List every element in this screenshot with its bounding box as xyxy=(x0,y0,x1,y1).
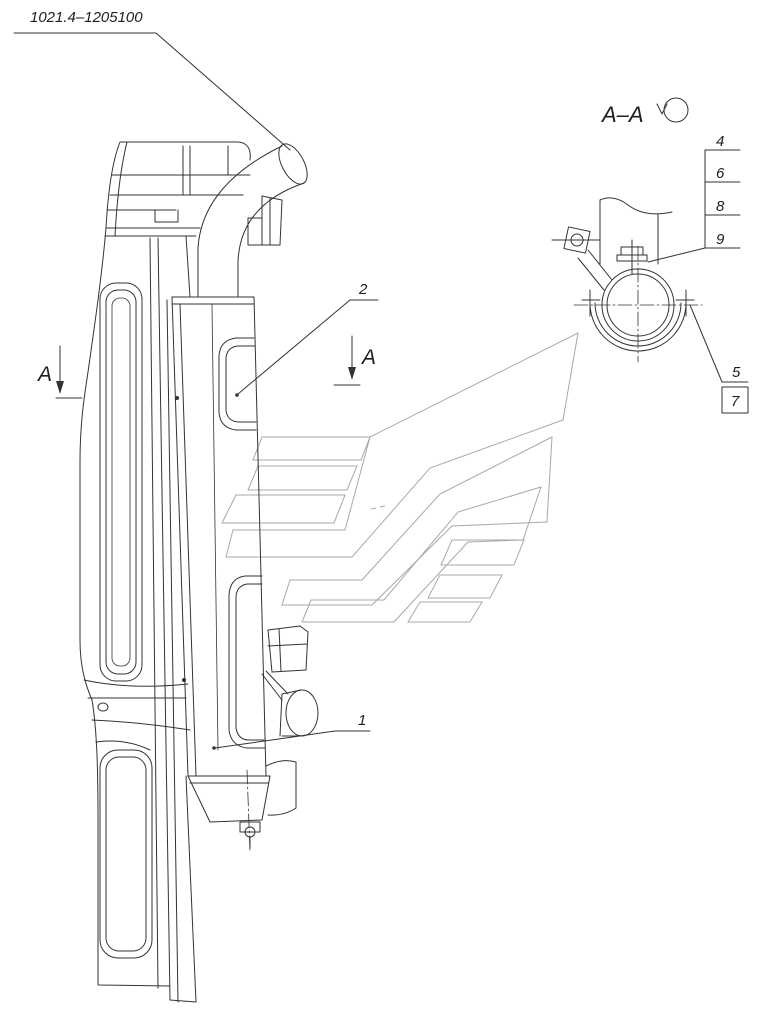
muffler-cone xyxy=(187,775,271,823)
section-mark-left: A xyxy=(36,363,52,386)
callout-4: 4 xyxy=(716,133,724,150)
upper-window xyxy=(99,282,143,682)
muffler-axis xyxy=(246,769,251,853)
watermark-bar-left-3 xyxy=(221,494,346,524)
mount-point-lower xyxy=(182,678,186,682)
mount-bracket-block xyxy=(267,625,309,673)
part-number-leader xyxy=(13,32,291,151)
upper-window-seal xyxy=(105,289,137,675)
section-mark-left-arrowhead xyxy=(56,381,64,394)
section-mark-center-arrowhead xyxy=(348,367,356,380)
callout-7: 7 xyxy=(731,393,740,410)
section-view-label: A–A xyxy=(600,102,644,127)
muffler-upper-cutout xyxy=(218,337,257,431)
watermark-bar-right-2 xyxy=(427,574,503,599)
callout-2-leader xyxy=(237,299,379,395)
clamp-flanges xyxy=(581,289,695,317)
callout-5-leader xyxy=(689,304,749,383)
section-view-a-a xyxy=(551,197,703,363)
callout-5: 5 xyxy=(732,364,741,381)
annotations xyxy=(13,32,749,750)
cab-side-band xyxy=(83,679,191,751)
support-arm xyxy=(577,249,613,291)
lower-window-seal xyxy=(105,756,147,952)
roof-bracket xyxy=(154,209,179,223)
upper-window-glass xyxy=(111,297,131,667)
cab-lamp xyxy=(97,702,109,712)
bottom-clamp xyxy=(239,821,261,833)
muffler-side-line xyxy=(179,303,197,777)
callout-8: 8 xyxy=(716,198,725,215)
callout-1-leader xyxy=(214,730,371,749)
section-center-lines xyxy=(573,245,703,363)
upper-bolt xyxy=(616,239,648,275)
callout-1-dot xyxy=(212,746,216,750)
section-mark-center-arrow xyxy=(333,335,361,386)
roof-box-lines xyxy=(104,145,251,237)
rotated-view-icon-arrow xyxy=(656,103,668,115)
callout-1: 1 xyxy=(358,712,366,729)
silencer-cylinder-end xyxy=(285,689,319,737)
mount-point-upper xyxy=(175,396,179,400)
watermark-ribbon-3 xyxy=(301,486,542,623)
callout-2: 2 xyxy=(358,281,368,298)
watermark-ribbon-1 xyxy=(225,332,579,558)
callout-6: 6 xyxy=(716,165,725,182)
arm-bolt-nut xyxy=(563,226,591,254)
mount-strap xyxy=(261,670,289,701)
exhaust-pipe xyxy=(197,143,308,298)
watermark-ribbon-2 xyxy=(281,436,553,606)
callout-stack-lines xyxy=(647,149,741,263)
muffler xyxy=(171,296,271,823)
rotated-view-icon xyxy=(663,97,689,123)
door-pillar xyxy=(149,235,197,1003)
pipe-wall xyxy=(197,145,305,298)
part-number: 1021.4–1205100 xyxy=(30,9,143,26)
callout-2-dot xyxy=(235,393,239,397)
lower-window xyxy=(99,749,153,959)
arm-bolt-head xyxy=(570,233,584,247)
watermark-mark xyxy=(370,505,386,510)
tractor-cab xyxy=(79,141,251,1003)
pipe-outlet xyxy=(278,143,308,185)
watermark-bar-right-3 xyxy=(407,601,483,623)
watermark-bar-right-1 xyxy=(440,539,525,566)
outlet-pipe xyxy=(265,760,297,816)
cab-edge-inner xyxy=(114,141,128,237)
muffler-center-line xyxy=(211,303,219,751)
callout-7-box xyxy=(721,386,749,414)
watermark-bar-left-2 xyxy=(247,465,358,491)
cab-outline xyxy=(79,141,251,987)
pipe-section-inner xyxy=(606,273,670,337)
mount-plate xyxy=(599,197,673,265)
muffler-lower-cutout xyxy=(228,575,266,749)
labels: 1021.4–1205100 A–A A A 4 6 8 9 5 7 2 1 xyxy=(30,9,741,729)
callout-9: 9 xyxy=(716,231,725,248)
logo-watermark xyxy=(221,332,579,623)
watermark-bar-left-1 xyxy=(252,436,371,461)
pipe-bracket xyxy=(247,195,283,246)
section-mark-center: A xyxy=(360,346,376,369)
cab-windows xyxy=(99,282,153,959)
